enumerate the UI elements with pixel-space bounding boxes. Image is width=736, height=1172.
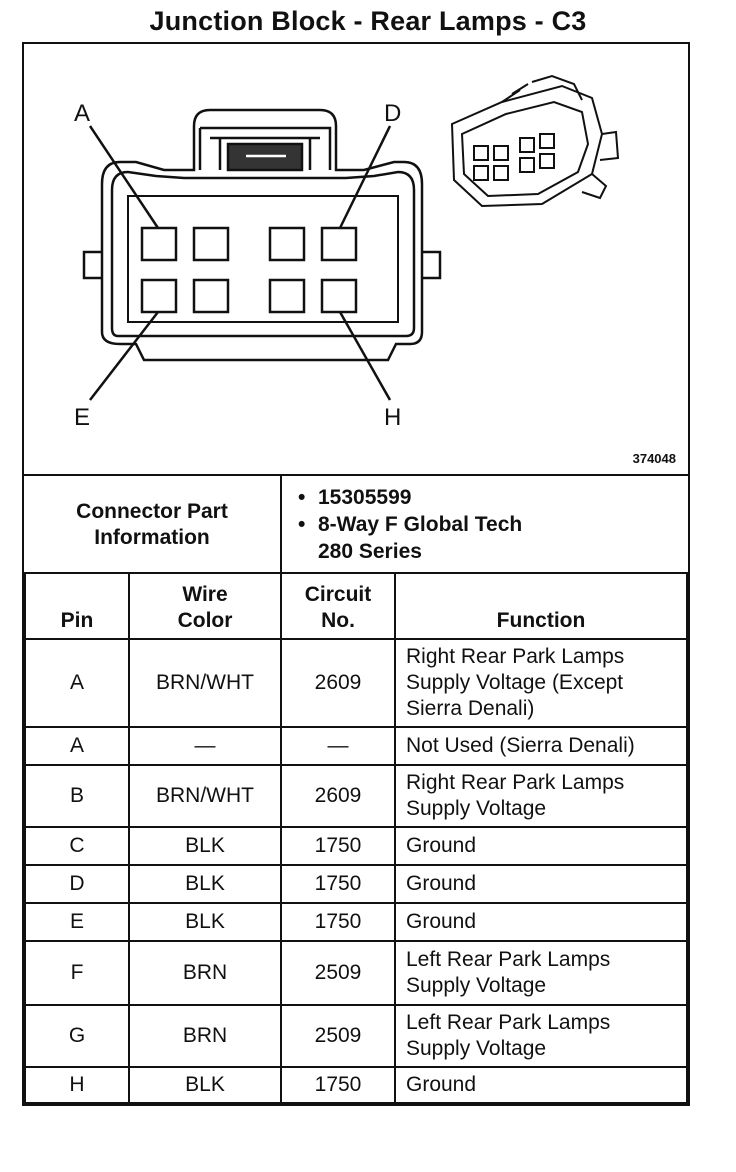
function-line: Supply Voltage	[406, 1037, 547, 1060]
cell-circuit: 1750	[280, 826, 396, 866]
cell-pin: H	[24, 1066, 130, 1104]
cell-function: Ground	[394, 1066, 688, 1104]
function-line: Left Rear Park Lamps	[406, 1011, 611, 1034]
cell-pin: G	[24, 1004, 130, 1068]
connector-3d-drawing-icon	[450, 74, 620, 208]
cell-circuit: 1750	[280, 864, 396, 904]
cell-wire-color: BLK	[128, 864, 282, 904]
cell-wire-color: BRN	[128, 940, 282, 1006]
function-line: Ground	[406, 834, 477, 857]
function-line: Not Used (Sierra Denali)	[406, 734, 635, 757]
cell-function: Ground	[394, 826, 688, 866]
diagram-frame	[22, 42, 690, 1106]
connector-diagram: A D E H 374048	[24, 44, 688, 472]
cell-function: Ground	[394, 864, 688, 904]
cell-circuit: 2509	[280, 940, 396, 1006]
function-line: Left Rear Park Lamps	[406, 948, 611, 971]
cell-wire-color: BRN/WHT	[128, 638, 282, 728]
part-info-label-line1: Connector Part	[76, 500, 228, 523]
cell-function: Not Used (Sierra Denali)	[394, 726, 688, 766]
cell-function: Ground	[394, 902, 688, 942]
cell-pin: A	[24, 726, 130, 766]
cell-pin: D	[24, 864, 130, 904]
function-line: Right Rear Park Lamps	[406, 645, 625, 668]
function-line: Ground	[406, 1073, 477, 1096]
header-function: Function	[394, 572, 688, 640]
pin-label-d: D	[384, 100, 402, 127]
cell-pin: C	[24, 826, 130, 866]
part-info-list: •15305599 •8-Way F Global Tech 280 Serie…	[292, 484, 682, 565]
cell-wire-color: BLK	[128, 1066, 282, 1104]
part-info-item: •8-Way F Global Tech	[298, 513, 523, 536]
bullet-icon: •	[298, 486, 306, 509]
cell-circuit: 1750	[280, 902, 396, 942]
part-info-item: •15305599	[298, 486, 412, 509]
cell-wire-color: BRN	[128, 1004, 282, 1068]
cell-wire-color: —	[128, 726, 282, 766]
cell-pin: A	[24, 638, 130, 728]
cell-pin: E	[24, 902, 130, 942]
function-line: Supply Voltage	[406, 797, 547, 820]
header-pin: Pin	[24, 572, 130, 640]
cell-wire-color: BLK	[128, 902, 282, 942]
function-line: Ground	[406, 872, 477, 895]
cell-wire-color: BLK	[128, 826, 282, 866]
cell-circuit: 2509	[280, 1004, 396, 1068]
bullet-icon: •	[298, 513, 306, 536]
cell-circuit: 2609	[280, 638, 396, 728]
cell-wire-color: BRN/WHT	[128, 764, 282, 828]
function-line: Right Rear Park Lamps	[406, 771, 625, 794]
connector-face-drawing-icon	[82, 108, 442, 401]
function-line: Supply Voltage	[406, 974, 547, 997]
function-line: Supply Voltage (Except	[406, 671, 624, 694]
cell-circuit: —	[280, 726, 396, 766]
pin-label-h: H	[384, 404, 402, 431]
pin-label-a: A	[74, 100, 91, 127]
connector-part-info: Connector Part Information •15305599 •8-…	[24, 474, 688, 574]
cell-circuit: 1750	[280, 1066, 396, 1104]
pin-label-e: E	[74, 404, 91, 431]
table-row: A——Not Used (Sierra Denali)	[24, 726, 688, 766]
page-title: Junction Block - Rear Lamps - C3	[149, 6, 587, 36]
cell-pin: B	[24, 764, 130, 828]
part-info-item: 280 Series	[318, 540, 422, 563]
figure-number: 374048	[632, 451, 676, 466]
part-info-label-line2: Information	[94, 526, 210, 549]
cell-circuit: 2609	[280, 764, 396, 828]
function-line: Ground	[406, 910, 477, 933]
function-line: Sierra Denali)	[406, 697, 535, 720]
cell-pin: F	[24, 940, 130, 1006]
part-info-label: Connector Part Information	[24, 476, 282, 574]
